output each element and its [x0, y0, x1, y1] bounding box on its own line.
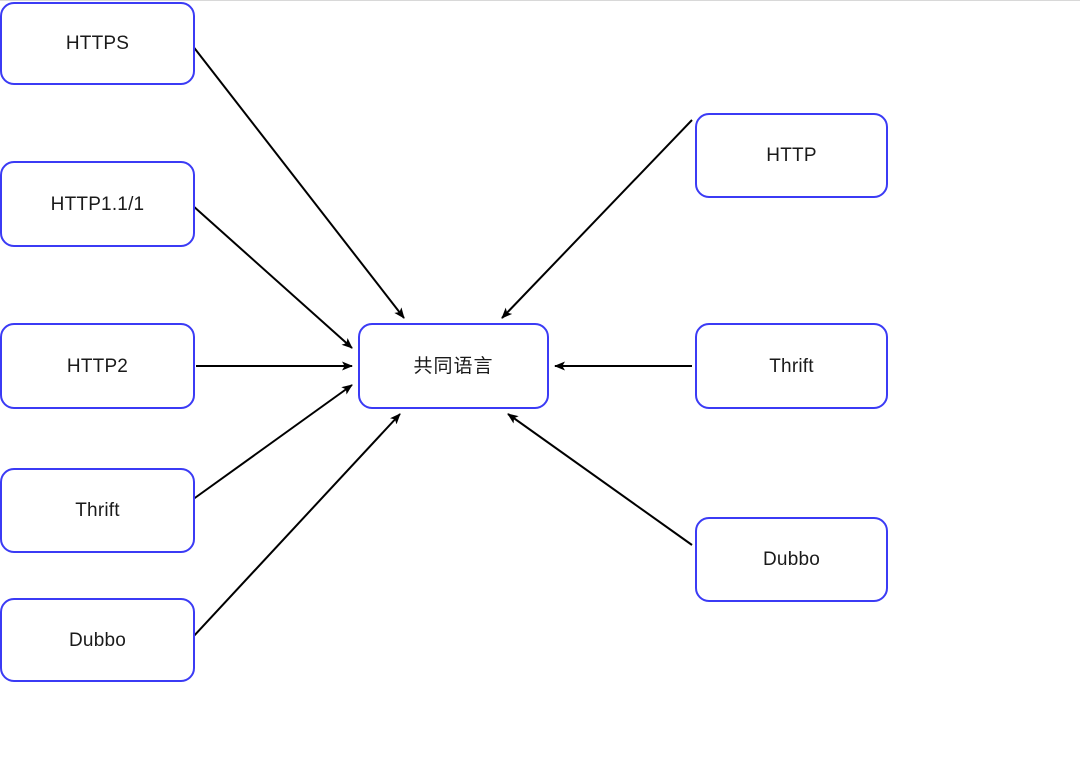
edge-dubbol-center [191, 413, 401, 639]
node-label: HTTP1.1/1 [50, 193, 145, 215]
edge-thriftl-center [191, 384, 353, 501]
node-label: Thrift [769, 355, 814, 377]
node-https[interactable]: HTTPS [0, 2, 195, 85]
edge-http-center [501, 119, 693, 319]
node-label: Dubbo [763, 549, 820, 570]
node-common-language[interactable]: 共同语言 [358, 323, 549, 409]
node-thrift-left[interactable]: Thrift [0, 468, 195, 553]
node-dubbo-left[interactable]: Dubbo [0, 598, 195, 682]
node-dubbo-right[interactable]: Dubbo [695, 517, 888, 602]
node-label: Dubbo [69, 629, 126, 651]
node-label: Thrift [75, 500, 120, 521]
node-thrift-right[interactable]: Thrift [695, 323, 888, 409]
node-http2[interactable]: HTTP2 [0, 323, 195, 409]
node-label: 共同语言 [413, 355, 494, 377]
top-divider [0, 0, 1080, 1]
edge-https-center [191, 44, 405, 319]
edge-http11-center [191, 204, 353, 349]
node-label: HTTP2 [66, 355, 129, 377]
edge-dubbor-center [507, 413, 693, 546]
node-http11[interactable]: HTTP1.1/1 [0, 161, 195, 247]
node-label: HTTP [766, 145, 817, 166]
node-http[interactable]: HTTP [695, 113, 888, 198]
node-label: HTTPS [65, 33, 130, 54]
